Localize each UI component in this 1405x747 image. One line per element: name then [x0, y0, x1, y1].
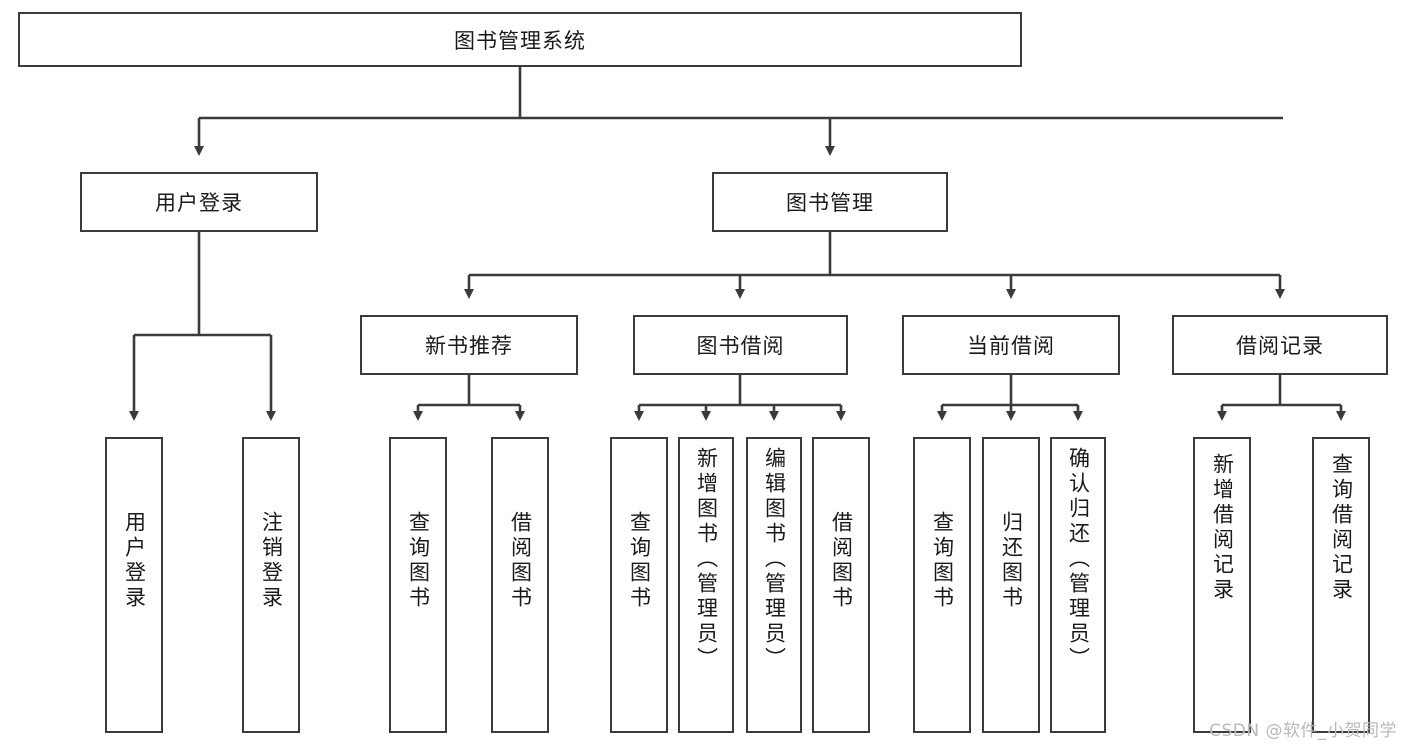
leaf-book-borrow-borrow[interactable]: 借阅图书: [812, 437, 870, 733]
leaf-user-login-logout[interactable]: 注销登录: [242, 437, 300, 733]
leaf-label: 用户登录: [122, 511, 147, 611]
node-borrow-record[interactable]: 借阅记录: [1172, 315, 1388, 375]
node-user-login-label: 用户登录: [155, 191, 243, 215]
leaf-label: 归还图书: [999, 511, 1024, 611]
leaf-new-book-query[interactable]: 查询图书: [389, 437, 447, 733]
leaf-current-borrow-query[interactable]: 查询图书: [913, 437, 971, 733]
leaf-borrow-record-add[interactable]: 新增借阅记录: [1193, 437, 1251, 733]
leaf-new-book-borrow[interactable]: 借阅图书: [491, 437, 549, 733]
leaf-label: 借阅图书: [508, 511, 533, 611]
leaf-label: 新增图书（管理员）: [694, 447, 719, 672]
leaf-user-login-login[interactable]: 用户登录: [105, 437, 163, 733]
leaf-current-borrow-confirm[interactable]: 确认归还（管理员）: [1050, 437, 1106, 733]
leaf-label: 借阅图书: [829, 511, 854, 611]
leaf-label: 注销登录: [259, 511, 284, 611]
leaf-book-borrow-edit[interactable]: 编辑图书（管理员）: [746, 437, 802, 733]
leaf-label: 查询借阅记录: [1329, 453, 1354, 603]
node-current-borrow[interactable]: 当前借阅: [902, 315, 1120, 375]
node-current-borrow-label: 当前借阅: [967, 334, 1055, 358]
node-user-login[interactable]: 用户登录: [80, 172, 318, 232]
leaf-book-borrow-add[interactable]: 新增图书（管理员）: [678, 437, 734, 733]
leaf-label: 查询图书: [627, 511, 652, 611]
leaf-label: 确认归还（管理员）: [1066, 447, 1091, 672]
leaf-label: 查询图书: [930, 511, 955, 611]
node-root[interactable]: 图书管理系统: [18, 12, 1022, 67]
node-book-borrow-label: 图书借阅: [696, 334, 785, 358]
node-new-book-recommend[interactable]: 新书推荐: [360, 315, 578, 375]
leaf-borrow-record-query[interactable]: 查询借阅记录: [1312, 437, 1370, 733]
node-borrow-record-label: 借阅记录: [1236, 334, 1324, 358]
node-book-management-label: 图书管理: [786, 191, 874, 215]
watermark: CSDN @软件_小贺同学: [1209, 721, 1397, 741]
leaf-book-borrow-query[interactable]: 查询图书: [610, 437, 668, 733]
leaf-label: 新增借阅记录: [1210, 453, 1235, 603]
leaf-current-borrow-return[interactable]: 归还图书: [982, 437, 1040, 733]
node-root-label: 图书管理系统: [454, 28, 586, 53]
node-book-management[interactable]: 图书管理: [712, 172, 948, 232]
leaf-label: 查询图书: [406, 511, 431, 611]
leaf-label: 编辑图书（管理员）: [762, 447, 787, 672]
node-new-book-recommend-label: 新书推荐: [425, 334, 513, 358]
node-book-borrow[interactable]: 图书借阅: [633, 315, 848, 375]
